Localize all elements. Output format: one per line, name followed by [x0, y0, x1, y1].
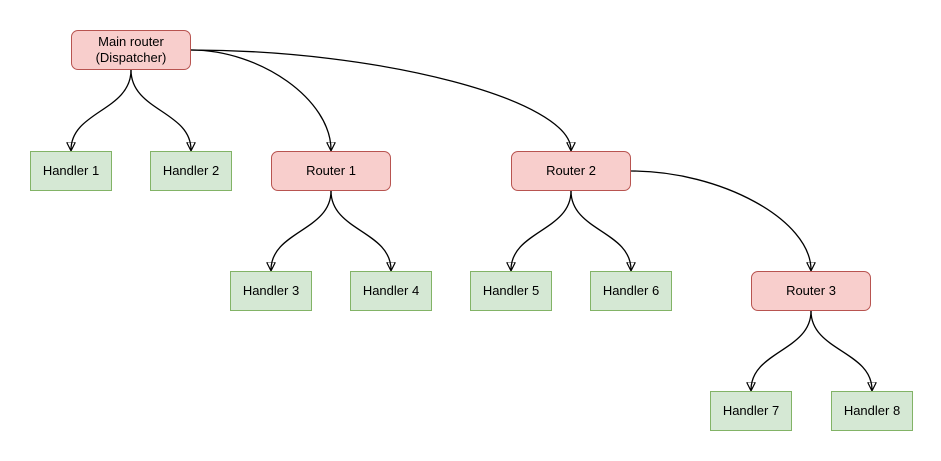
node-router-3: Router 3 — [751, 271, 871, 311]
node-main-router-dispatcher: Main router (Dispatcher) — [71, 30, 191, 70]
edge-router2-handler5 — [511, 190, 572, 270]
node-router-1: Router 1 — [271, 151, 391, 191]
edge-main-handler1 — [71, 69, 132, 150]
edge-router2-handler6 — [570, 190, 631, 270]
node-handler-6: Handler 6 — [590, 271, 672, 311]
node-handler-4: Handler 4 — [350, 271, 432, 311]
node-handler-8: Handler 8 — [831, 391, 913, 431]
edge-router1-handler4 — [330, 190, 391, 270]
edge-main-router1 — [190, 49, 331, 150]
node-handler-2: Handler 2 — [150, 151, 232, 191]
edge-router3-handler7 — [751, 310, 812, 390]
node-handler-5: Handler 5 — [470, 271, 552, 311]
node-handler-7: Handler 7 — [710, 391, 792, 431]
edge-router3-handler8 — [810, 310, 872, 390]
edge-main-handler2 — [130, 69, 191, 150]
edge-router1-handler3 — [271, 190, 332, 270]
node-handler-3: Handler 3 — [230, 271, 312, 311]
node-router-2: Router 2 — [511, 151, 631, 191]
edge-router2-router3 — [630, 170, 811, 270]
node-handler-1: Handler 1 — [30, 151, 112, 191]
edge-main-router2 — [190, 49, 571, 150]
